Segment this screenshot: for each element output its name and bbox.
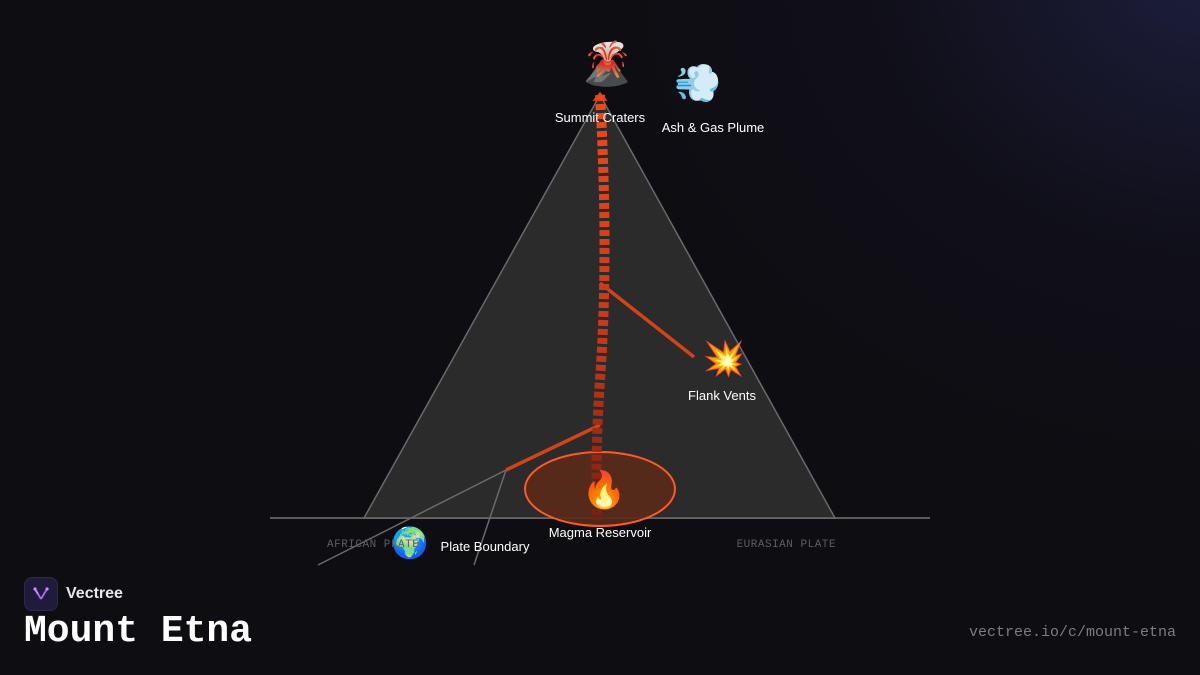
summit-label: Summit Craters — [555, 110, 646, 125]
brand: Vectree — [24, 577, 123, 611]
summit-marker — [592, 91, 608, 101]
plume-icon: 💨 — [674, 61, 721, 105]
magma-reservoir — [524, 451, 676, 527]
magma-conduit — [591, 94, 610, 521]
page-title: Mount Etna — [24, 610, 253, 653]
plate-boundary-label: Plate Boundary — [441, 539, 530, 554]
flank-branch — [598, 281, 696, 359]
plate-boundary-line — [317, 469, 507, 566]
reservoir-label: Magma Reservoir — [549, 525, 652, 540]
explosion-icon: 💥 — [703, 339, 745, 379]
fire-icon: 🔥 — [582, 469, 627, 511]
flank-label: Flank Vents — [688, 388, 756, 403]
plate-branch — [505, 423, 601, 472]
volcano-icon: 🌋 — [581, 39, 633, 88]
plume-label: Ash & Gas Plume — [662, 120, 765, 135]
brand-name: Vectree — [66, 585, 123, 602]
source-url[interactable]: vectree.io/c/mount-etna — [968, 624, 1176, 641]
vectree-logo-icon — [24, 577, 58, 611]
globe-icon: 🌍 — [391, 525, 428, 561]
african-plate-label: AFRICAN PLATE — [327, 539, 419, 551]
eurasian-plate-label: EURASIAN PLATE — [737, 539, 836, 551]
plate-boundary-fault — [473, 469, 507, 566]
